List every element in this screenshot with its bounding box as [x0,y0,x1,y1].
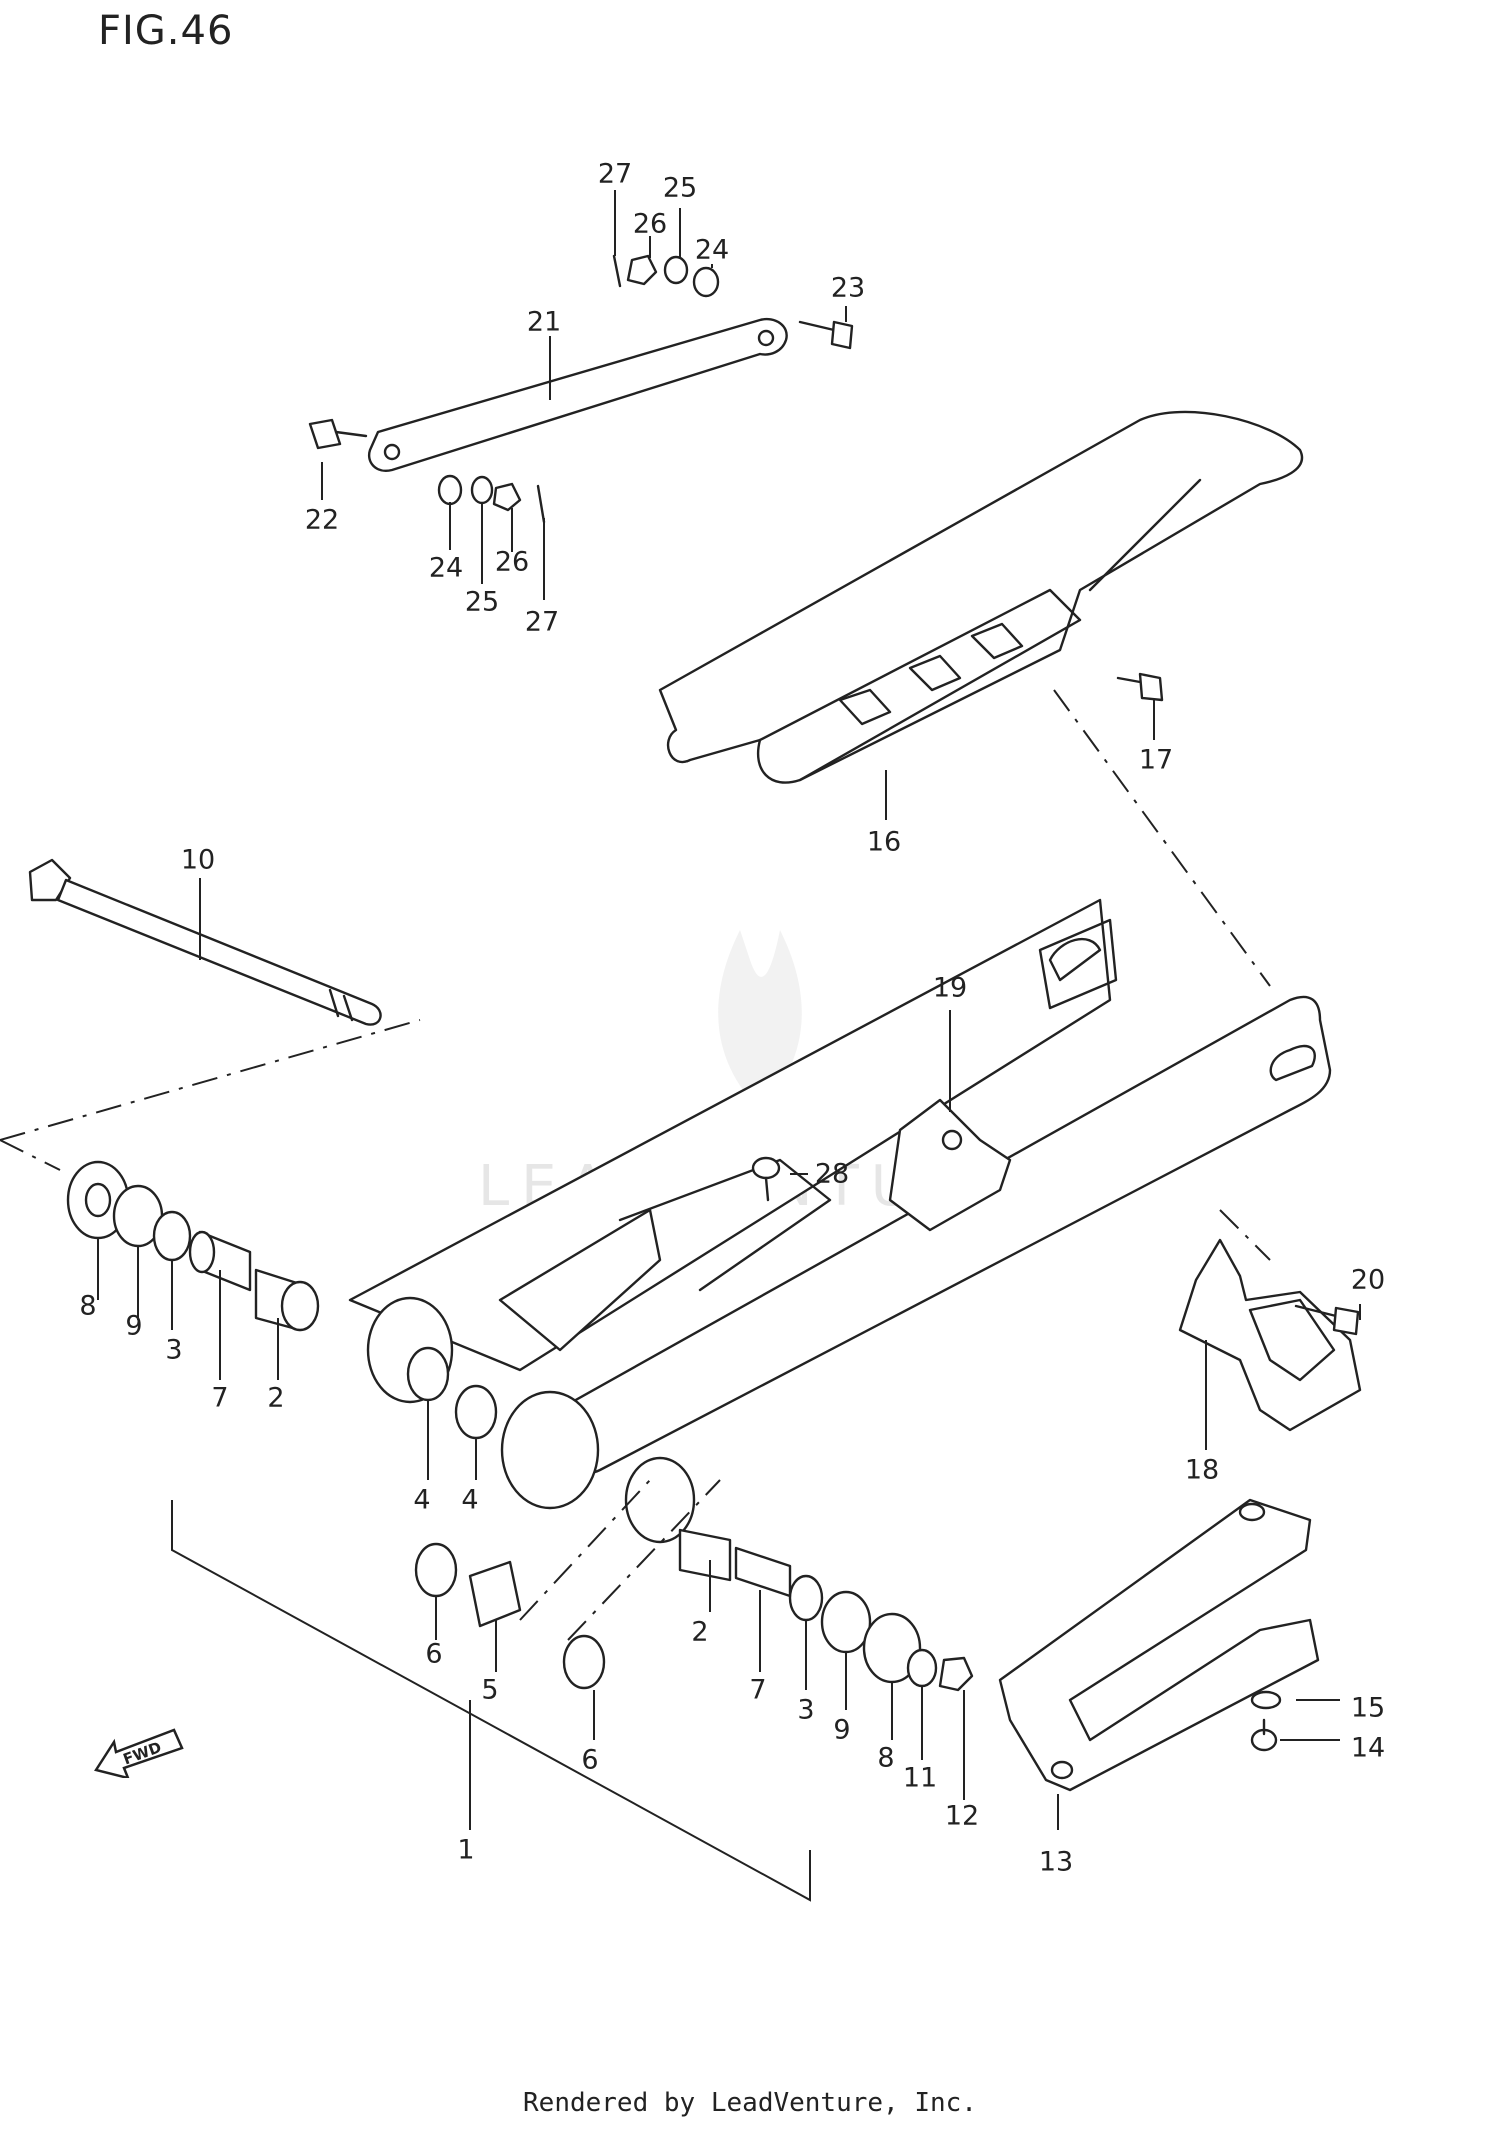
watermark-logo [718,930,802,1110]
callout-21: 21 [526,306,562,338]
bracket-19 [888,1098,1012,1232]
hardware-top [612,254,720,298]
hardware-bottom [437,474,546,524]
callout-3: 3 [165,1334,183,1366]
bearing-5-6 [414,1542,606,1690]
callout-16: 16 [866,826,902,858]
callout-27: 27 [597,158,633,190]
callout-6: 6 [425,1638,443,1670]
callout-9: 9 [125,1310,143,1342]
guide-lines [0,689,1271,1641]
callout-12: 12 [944,1800,980,1832]
callout-22: 22 [304,504,340,536]
callout-9: 9 [833,1714,851,1746]
callout-4: 4 [413,1484,431,1516]
callout-19: 19 [932,972,968,1004]
callout-25: 25 [464,586,500,618]
callout-2: 2 [691,1616,709,1648]
chain-slider-13 [998,1498,1320,1792]
bolt-17 [1116,672,1164,702]
callout-27: 27 [524,606,560,638]
bolt-22 [308,418,368,450]
callout-7: 7 [211,1382,229,1414]
screw-14-washer-15 [1250,1690,1282,1752]
callout-14: 14 [1350,1732,1386,1764]
bolt-28 [751,1156,781,1202]
left-bearing-stack [66,1160,320,1332]
callout-5: 5 [481,1674,499,1706]
fwd-label: FWD [121,1738,164,1768]
callout-10: 10 [180,844,216,876]
callout-23: 23 [830,272,866,304]
callout-13: 13 [1038,1846,1074,1878]
swingarm-1 [348,898,1332,1544]
callout-28: 28 [814,1158,850,1190]
callout-15: 15 [1350,1692,1386,1724]
torque-link-21 [367,317,788,472]
forward-arrow-icon: FWD [94,1728,184,1780]
callout-8: 8 [79,1290,97,1322]
callout-1: 1 [457,1834,475,1866]
bolt-23 [798,320,854,350]
callout-18: 18 [1184,1454,1220,1486]
callout-2: 2 [267,1382,285,1414]
leader-lines [97,190,1361,1830]
assembly-bracket [171,1500,811,1902]
callout-25: 25 [662,172,698,204]
callout-26: 26 [494,546,530,578]
callout-7: 7 [749,1674,767,1706]
bolt-20 [1294,1304,1360,1336]
callout-20: 20 [1350,1264,1386,1296]
chain-case-16 [658,410,1304,784]
callout-11: 11 [902,1762,938,1794]
chain-guard-18 [1178,1238,1362,1432]
callout-8: 8 [877,1742,895,1774]
callout-4: 4 [461,1484,479,1516]
figure-title: FIG.46 [98,8,234,54]
forward-direction-badge: FWD [94,1728,184,1780]
callout-26: 26 [632,208,668,240]
pivot-shaft-10 [28,858,382,1026]
right-bearing-stack [678,1528,974,1692]
callout-24: 24 [428,552,464,584]
callout-17: 17 [1138,744,1174,776]
callout-24: 24 [694,234,730,266]
callout-6: 6 [581,1744,599,1776]
footer-credit: Rendered by LeadVenture, Inc. [523,2088,977,2118]
callout-3: 3 [797,1694,815,1726]
